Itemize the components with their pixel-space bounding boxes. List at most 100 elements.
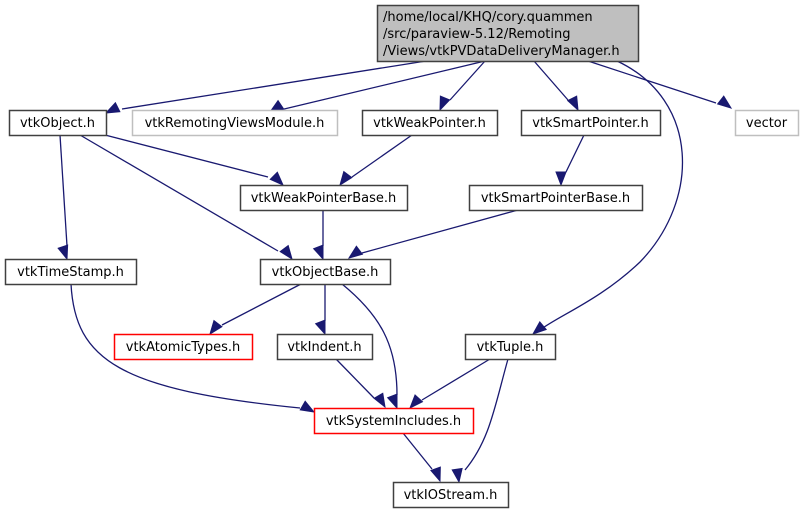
arrowhead-icon — [339, 170, 353, 187]
arrowhead-icon — [439, 95, 451, 112]
node-box — [464, 333, 557, 361]
node-vtkAtomicTypes[interactable]: vtkAtomicTypes.h — [113, 333, 254, 361]
edge-line — [539, 60, 684, 331]
arrowhead-icon — [299, 400, 316, 413]
arrowhead-icon — [430, 466, 441, 483]
edge-vtkTimeStamp-to-vtkSystemIncludes — [70, 283, 316, 413]
node-label: vtkIOStream.h — [404, 488, 498, 503]
edge-line — [335, 358, 375, 399]
arrowhead-icon — [386, 393, 398, 410]
node-box — [239, 184, 409, 212]
node-box — [361, 109, 499, 137]
arrowhead-icon — [716, 95, 733, 109]
node-vtkWeakPointer[interactable]: vtkWeakPointer.h — [361, 109, 499, 137]
edge-vtkObjectBase-to-vtkSystemIncludes — [341, 283, 398, 410]
node-vtkIOStream[interactable]: vtkIOStream.h — [392, 481, 510, 509]
node-box — [8, 109, 108, 137]
node-label: vtkWeakPointerBase.h — [251, 191, 397, 206]
node-vtkTimeStamp[interactable]: vtkTimeStamp.h — [4, 258, 138, 286]
node-root: /home/local/KHQ/cory.quammen/src/paravie… — [376, 4, 640, 63]
arrowhead-icon — [269, 171, 284, 186]
edge-vtkSmartPointer-to-vtkSmartPointerBase — [555, 134, 585, 187]
edge-line — [79, 134, 279, 252]
node-box — [313, 407, 475, 435]
node-label: vtkSystemIncludes.h — [326, 414, 461, 429]
arrowhead-icon — [451, 467, 463, 484]
edge-vtkObjectBase-to-vtkAtomicTypes — [209, 283, 302, 336]
edge-line — [121, 60, 427, 110]
node-label: vtkSmartPointerBase.h — [481, 191, 630, 206]
node-label-line: /Views/vtkPVDataDeliveryManager.h — [383, 44, 620, 59]
edge-vtkSystemIncludes-to-vtkIOStream — [402, 432, 441, 483]
edge-line — [565, 134, 585, 173]
arrowhead-icon — [314, 319, 326, 336]
edge-root-to-vtkTuple — [531, 60, 684, 335]
node-box — [392, 481, 510, 509]
node-vtkSmartPointer[interactable]: vtkSmartPointer.h — [520, 109, 662, 137]
edge-vtkSmartPointerBase-to-vtkObjectBase — [347, 209, 519, 259]
node-label-line: /src/paraview-5.12/Remoting — [383, 27, 570, 42]
edge-vtkObject-to-vtkTimeStamp — [57, 134, 69, 261]
node-vtkObjectBase[interactable]: vtkObjectBase.h — [259, 258, 392, 286]
edge-line — [341, 283, 398, 396]
edge-line — [70, 283, 301, 409]
node-vtkSmartPointerBase[interactable]: vtkSmartPointerBase.h — [468, 184, 644, 212]
edge-vtkTuple-to-vtkSystemIncludes — [409, 358, 491, 410]
node-vtkWeakPointerBase[interactable]: vtkWeakPointerBase.h — [239, 184, 409, 212]
arrowhead-icon — [347, 245, 364, 259]
arrowhead-icon — [531, 320, 548, 335]
node-label: vector — [746, 116, 788, 131]
edge-root-to-vtkWeakPointer — [439, 60, 486, 112]
edge-line — [59, 134, 68, 247]
node-label: vtkTuple.h — [477, 340, 544, 355]
arrowhead-icon — [555, 171, 567, 187]
node-label: vtkAtomicTypes.h — [126, 340, 240, 355]
edge-vtkWeakPointerBase-to-vtkObjectBase — [312, 210, 324, 261]
arrowhead-icon — [409, 394, 424, 410]
node-vector[interactable]: vector — [734, 109, 800, 137]
arrowhead-icon — [104, 101, 121, 114]
edge-line — [402, 432, 433, 470]
edge-root-to-vtkSmartPointer — [533, 60, 579, 112]
arrowhead-icon — [373, 392, 386, 409]
edge-vtkObjectBase-to-vtkIndent — [314, 284, 326, 336]
node-label: vtkIndent.h — [287, 340, 361, 355]
edge-line — [104, 134, 269, 178]
edge-vtkWeakPointer-to-vtkWeakPointerBase — [339, 134, 413, 187]
node-box — [276, 333, 374, 361]
node-box — [259, 258, 392, 286]
edge-line — [221, 283, 302, 326]
node-label: vtkTimeStamp.h — [17, 265, 124, 280]
node-vtkSystemIncludes[interactable]: vtkSystemIncludes.h — [313, 407, 475, 435]
node-vtkObject[interactable]: vtkObject.h — [8, 109, 108, 137]
node-label: vtkObject.h — [20, 116, 95, 131]
node-vtkTuple[interactable]: vtkTuple.h — [464, 333, 557, 361]
node-box — [468, 184, 644, 212]
edge-vtkObject-to-vtkObjectBase — [79, 134, 293, 261]
node-label: vtkSmartPointer.h — [532, 116, 648, 131]
arrowhead-icon — [566, 95, 579, 112]
node-box — [131, 109, 339, 137]
edge-line — [279, 60, 486, 111]
node-vtkRemotingViewsModule[interactable]: vtkRemotingViewsModule.h — [131, 109, 339, 137]
node-box — [113, 333, 254, 361]
node-label: vtkWeakPointer.h — [373, 116, 486, 131]
edge-vtkObject-to-vtkWeakPointerBase — [104, 134, 284, 186]
node-box — [376, 4, 640, 63]
edge-line — [533, 60, 569, 101]
arrowhead-icon — [57, 244, 69, 261]
arrowhead-icon — [279, 244, 293, 261]
edge-line — [421, 358, 491, 401]
node-vtkIndent[interactable]: vtkIndent.h — [276, 333, 374, 361]
edge-line — [361, 209, 519, 254]
node-box — [4, 258, 138, 286]
node-box — [734, 109, 800, 137]
edge-vtkTuple-to-vtkIOStream — [451, 358, 509, 484]
edge-root-to-vtkObject — [104, 60, 427, 114]
edge-vtkIndent-to-vtkSystemIncludes — [335, 358, 386, 409]
edge-root-to-vector — [587, 60, 733, 109]
node-label-line: /home/local/KHQ/cory.quammen — [383, 10, 593, 25]
edge-line — [464, 358, 509, 471]
edge-line — [587, 60, 717, 104]
